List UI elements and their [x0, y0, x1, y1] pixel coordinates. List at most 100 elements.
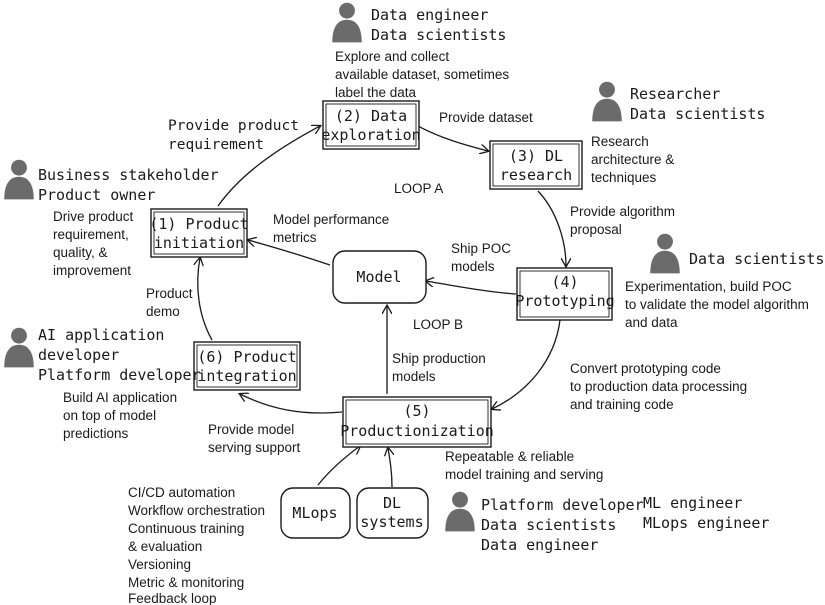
node-dl-systems-line2: systems	[360, 513, 423, 531]
roles-data-exploration: Data engineer Data scientists	[371, 6, 506, 44]
arrow-prototyping-to-productionization	[492, 319, 561, 409]
desc-text: Experimentation, build POC	[625, 279, 792, 294]
role-text: Data scientists	[689, 250, 824, 268]
node-dl-systems-line1: DL	[383, 494, 401, 512]
arrow-productionization-to-integration	[240, 394, 343, 414]
role-text: Platform developer	[38, 366, 201, 384]
node-prototyping: (4) Prototyping	[515, 267, 615, 321]
role-text: Platform developer	[481, 496, 644, 514]
edge-label-text: Provide product	[168, 118, 299, 134]
roles-prototyping: Data scientists	[689, 250, 824, 268]
desc-text: improvement	[53, 263, 131, 278]
edge-label-text: Product	[146, 286, 193, 301]
desc-prototyping: Experimentation, build POC to validate t…	[625, 279, 809, 330]
node-data-exploration-line1: (2) Data	[335, 107, 407, 125]
desc-text: Repeatable & reliable	[445, 449, 574, 464]
role-text: Data scientists	[630, 105, 765, 123]
edge-label-convert-code: Convert prototyping code to production d…	[570, 361, 747, 412]
node-model-label: Model	[356, 268, 401, 286]
person-icon-data-exploration	[332, 2, 362, 43]
arrow-research-to-prototyping	[537, 190, 566, 266]
role-text: developer	[38, 346, 119, 364]
loop-b-label: LOOP B	[413, 317, 463, 332]
desc-product-integration: Build AI application on top of model pre…	[63, 390, 177, 441]
edge-label-text: metrics	[273, 230, 317, 245]
edge-label-text: requirement	[168, 137, 264, 153]
role-text: Product owner	[38, 186, 155, 204]
edge-label-text: Provide algorithm	[570, 204, 675, 219]
desc-text: CI/CD automation	[128, 485, 235, 500]
edge-label-text: demo	[146, 304, 180, 319]
role-text: AI application	[38, 326, 164, 344]
edge-label-provide-proposal: Provide algorithm proposal	[570, 204, 675, 237]
desc-text: to validate the model algorithm	[625, 297, 809, 312]
node-product-integration-line1: (6) Product	[197, 348, 296, 366]
arrow-integration-to-initiation	[198, 258, 213, 341]
edge-label-text: models	[451, 259, 495, 274]
edge-label-provide-requirement: Provide product requirement	[168, 118, 299, 153]
desc-text: Continuous training	[128, 521, 244, 536]
node-dl-research: (3) DL research	[489, 140, 583, 190]
edge-label-product-demo: Product demo	[146, 286, 193, 319]
desc-text: available dataset, sometimes	[335, 67, 509, 82]
role-text: Data engineer	[481, 536, 598, 554]
edge-label-provide-dataset: Provide dataset	[439, 110, 533, 125]
desc-text: Explore and collect	[335, 49, 449, 64]
node-dl-research-line1: (3) DL	[509, 147, 563, 165]
desc-data-exploration: Explore and collect available dataset, s…	[335, 49, 509, 100]
node-productionization-line1: (5)	[403, 402, 430, 420]
node-model: Model	[332, 250, 427, 304]
edge-label-model-metrics: Model performance metrics	[273, 212, 389, 245]
node-product-integration: (6) Product integration	[193, 341, 301, 391]
person-icon-productionization	[445, 491, 475, 532]
roles-product-initiation: Business stakeholder Product owner	[38, 166, 219, 204]
role-text: ML engineer	[643, 494, 742, 512]
desc-text: Metric & monitoring	[128, 575, 244, 590]
node-prototyping-line2: Prototyping	[515, 292, 614, 310]
node-prototyping-line1: (4)	[551, 273, 578, 291]
role-text: Researcher	[630, 85, 720, 103]
desc-text: Workflow orchestration	[128, 503, 265, 518]
node-product-initiation: (1) Product initiation	[149, 208, 249, 258]
desc-product-initiation: Drive product requirement, quality, & im…	[53, 209, 134, 278]
desc-text: Drive product	[53, 209, 134, 224]
edge-label-ship-production: Ship production models	[392, 351, 486, 384]
role-text: MLops engineer	[643, 514, 769, 532]
arrow-initiation-to-exploration	[217, 126, 320, 207]
arrow-exploration-to-research	[417, 125, 488, 151]
edge-label-text: Model performance	[273, 212, 389, 227]
role-text: Data scientists	[371, 26, 506, 44]
edge-label-text: Ship POC	[451, 241, 511, 256]
person-icon-product-integration	[4, 327, 34, 368]
loop-a-label: LOOP A	[394, 181, 443, 196]
desc-text: Build AI application	[63, 390, 177, 405]
arrow-prototyping-to-model	[426, 281, 517, 295]
edge-label-text: to production data processing	[570, 379, 747, 394]
role-text: Business stakeholder	[38, 166, 219, 184]
arrow-mlops-to-productionization	[317, 446, 360, 486]
desc-text: architecture &	[591, 152, 674, 167]
node-product-integration-line2: integration	[197, 367, 296, 385]
edge-label-text: models	[392, 369, 436, 384]
edge-label-text: Convert prototyping code	[570, 361, 721, 376]
edge-label-ship-poc: Ship POC models	[451, 241, 511, 274]
edge-label-text: serving support	[208, 440, 301, 455]
desc-dl-research: Research architecture & techniques	[591, 134, 674, 185]
node-product-initiation-line1: (1) Product	[149, 215, 248, 233]
edge-label-text: and training code	[570, 397, 674, 412]
node-mlops: MLops	[280, 487, 351, 539]
desc-productionization: Repeatable & reliable model training and…	[445, 449, 603, 482]
node-product-initiation-line2: initiation	[154, 234, 244, 252]
desc-text: Research	[591, 134, 649, 149]
node-dl-systems: DL systems	[356, 487, 429, 539]
desc-text: quality, &	[53, 245, 108, 260]
role-text: Data engineer	[371, 6, 488, 24]
node-productionization-line2: Productionization	[340, 422, 494, 440]
desc-text: label the data	[335, 85, 417, 100]
desc-text: Feedback loop	[128, 591, 217, 605]
person-icon-dl-research	[592, 81, 622, 122]
roles-dl-research: Researcher Data scientists	[630, 85, 765, 123]
desc-text: predictions	[63, 426, 129, 441]
node-productionization: (5) Productionization	[340, 396, 494, 448]
desc-text: and data	[625, 315, 678, 330]
